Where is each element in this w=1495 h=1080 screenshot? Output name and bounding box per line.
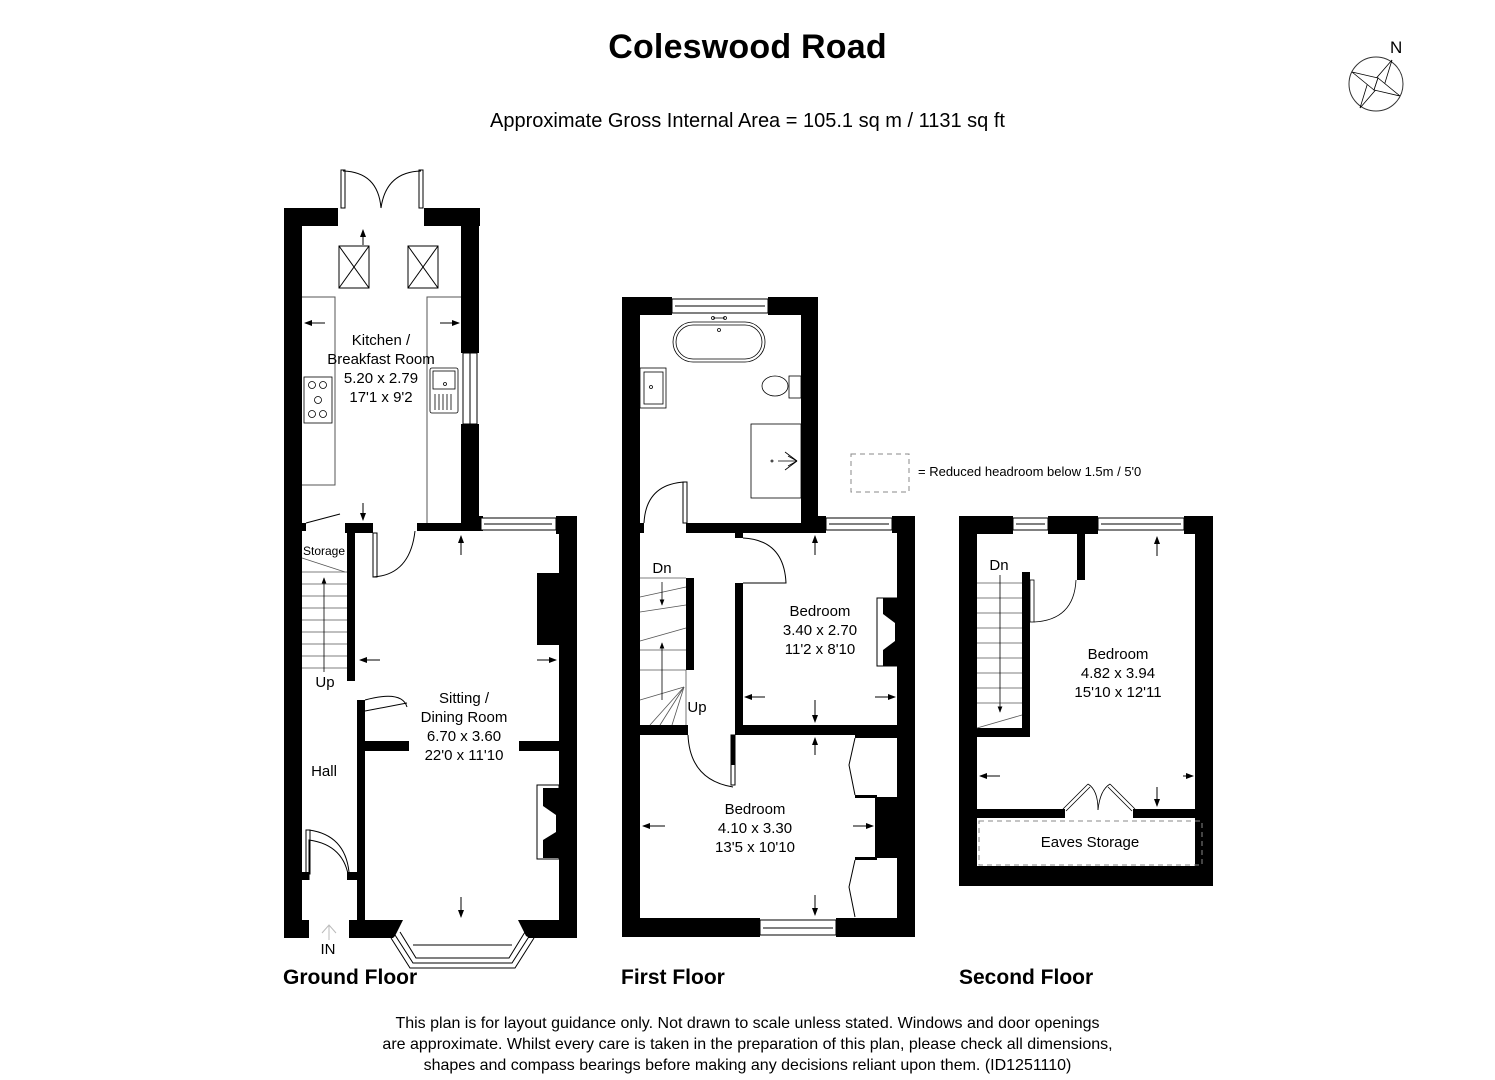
- gross-internal-area: Approximate Gross Internal Area = 105.1 …: [490, 110, 1005, 132]
- eaves-storage-outline: [978, 820, 1203, 866]
- compass-rose-icon: [1348, 56, 1404, 112]
- room-dimensions-imperial: 13'5 x 10'10: [715, 839, 795, 856]
- room-label-eaves-storage: Eaves Storage: [1040, 834, 1140, 851]
- skylight-icon: [338, 245, 439, 289]
- page-title: Coleswood Road: [608, 28, 887, 66]
- stairs-down-label-second: Dn: [989, 557, 1009, 574]
- compass-north-label: N: [1390, 38, 1403, 57]
- dimension-arrows-ground: [304, 229, 557, 918]
- stairs-down-label-first: Dn: [652, 560, 672, 577]
- reduced-headroom-legend-swatch: [850, 453, 910, 493]
- second-floor-windows: [1012, 517, 1185, 531]
- kitchen-worktops: [302, 296, 461, 523]
- room-name: Dining Room: [420, 709, 508, 726]
- sink-icon: [429, 367, 459, 414]
- ground-floor-plan: [284, 208, 577, 938]
- room-label-bedroom-front: Bedroom 4.10 x 3.30 13'5 x 10'10: [715, 800, 795, 857]
- disclaimer: This plan is for layout guidance only. N…: [0, 1013, 1495, 1076]
- room-dimensions-metric: 4.82 x 3.94: [1080, 665, 1156, 682]
- floor-label-ground: Ground Floor: [283, 966, 418, 989]
- room-dimensions-metric: 4.10 x 3.30: [717, 820, 793, 837]
- room-name: Bedroom: [789, 603, 851, 620]
- disclaimer-line: This plan is for layout guidance only. N…: [395, 1015, 1100, 1032]
- staircase-ground: [301, 557, 347, 672]
- room-label-storage: Storage: [302, 544, 346, 558]
- first-floor-plan: [622, 297, 915, 937]
- hob-icon: [303, 376, 333, 424]
- room-label-bedroom-rear: Bedroom 3.40 x 2.70 11'2 x 8'10: [783, 602, 857, 659]
- second-floor-stairs-doors: [976, 575, 1136, 812]
- room-name: Breakfast Room: [327, 351, 435, 368]
- dimension-arrows-second: [979, 536, 1194, 807]
- room-dimensions-metric: 5.20 x 2.79: [343, 370, 419, 387]
- stairs-up-label: Up: [315, 674, 335, 691]
- stairs-up-label-first: Up: [687, 699, 707, 716]
- door-swings-first: [643, 481, 856, 918]
- room-name: Bedroom: [1087, 646, 1149, 663]
- bathroom-fixtures: [639, 316, 802, 499]
- room-dimensions-imperial: 17'1 x 9'2: [349, 389, 413, 406]
- room-label-sitting-dining: Sitting / Dining Room 6.70 x 3.60 22'0 x…: [421, 689, 508, 765]
- room-label-hall: Hall: [311, 763, 337, 780]
- reduced-headroom-legend-text: = Reduced headroom below 1.5m / 5'0: [918, 464, 1142, 479]
- room-name: Bedroom: [724, 801, 786, 818]
- first-floor-windows: [671, 298, 893, 936]
- floor-label-second: Second Floor: [959, 966, 1094, 989]
- room-label-kitchen: Kitchen / Breakfast Room 5.20 x 2.79 17'…: [327, 331, 435, 407]
- kitchen-french-doors: [340, 169, 424, 209]
- room-dimensions-metric: 3.40 x 2.70: [782, 622, 858, 639]
- room-dimensions-metric: 6.70 x 3.60: [426, 728, 502, 745]
- bay-window: [390, 931, 535, 969]
- entrance-label: IN: [320, 941, 336, 958]
- room-dimensions-imperial: 22'0 x 11'10: [424, 747, 504, 764]
- disclaimer-line: are approximate. Whilst every care is ta…: [382, 1036, 1113, 1053]
- floor-label-first: First Floor: [621, 966, 725, 989]
- door-swings-ground: [305, 513, 416, 881]
- room-dimensions-imperial: 11'2 x 8'10: [784, 641, 856, 658]
- entrance-arrow-icon: [321, 924, 337, 940]
- room-name: Sitting /: [438, 690, 490, 707]
- room-label-bedroom-second: Bedroom 4.82 x 3.94 15'10 x 12'11: [1074, 645, 1161, 702]
- second-floor-plan: [959, 516, 1213, 886]
- disclaimer-line: shapes and compass bearings before makin…: [423, 1057, 1072, 1074]
- staircase-first: [639, 577, 687, 726]
- dimension-arrows-first: [642, 535, 896, 916]
- room-dimensions-imperial: 15'10 x 12'11: [1074, 684, 1162, 701]
- room-name: Kitchen /: [351, 332, 411, 349]
